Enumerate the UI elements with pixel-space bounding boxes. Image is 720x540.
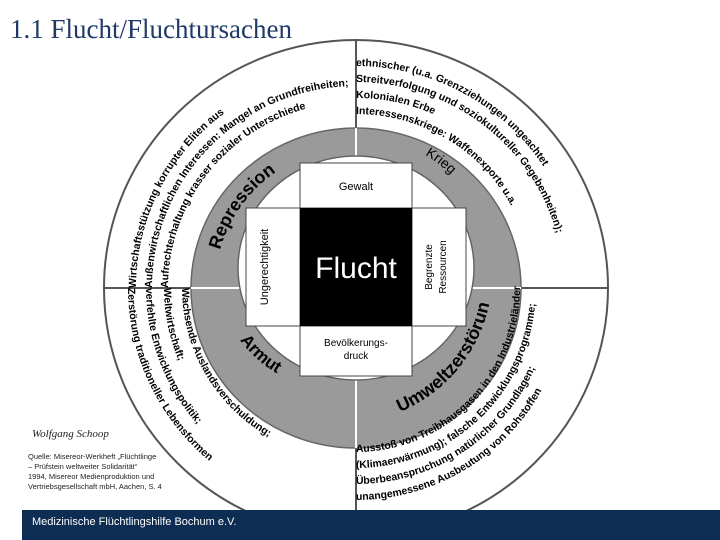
source-line: Vertriebsgesellschaft mbH, Aachen, S. 4: [28, 482, 162, 491]
source-line: – Prüfstein weltweiter Solidarität“: [28, 462, 138, 471]
footer-text: Medizinische Flüchtlingshilfe Bochum e.V…: [32, 516, 237, 528]
center-box: [300, 208, 412, 326]
box-ressourcen: [411, 207, 467, 327]
slide-title: 1.1 Flucht/Fluchtursachen: [10, 14, 292, 44]
label-gewalt: Gewalt: [339, 181, 373, 193]
label-ungerechtigkeit: Ungerechtigkeit: [259, 229, 271, 305]
center-label: Flucht: [315, 252, 397, 285]
label-bevoelkerung-2: druck: [344, 351, 369, 362]
source-line: Quelle: Misereor-Werkheft „Flüchtlinge: [28, 452, 157, 461]
label-begrenzte: Begrenzte: [424, 244, 435, 290]
label-ressourcen: Ressourcen: [438, 240, 449, 293]
box-bevoelkerung: [299, 325, 413, 377]
source-note: Quelle: Misereor-Werkheft „Flüchtlinge –…: [28, 452, 228, 492]
author-credit: Wolfgang Schoop: [32, 428, 109, 440]
label-bevoelkerung-1: Bevölkerungs-: [324, 338, 388, 349]
source-line: 1994, Misereor Medienproduktion und: [28, 472, 155, 481]
footer-bar: Medizinische Flüchtlingshilfe Bochum e.V…: [22, 510, 720, 540]
box-ungerechtigkeit: [245, 207, 301, 327]
